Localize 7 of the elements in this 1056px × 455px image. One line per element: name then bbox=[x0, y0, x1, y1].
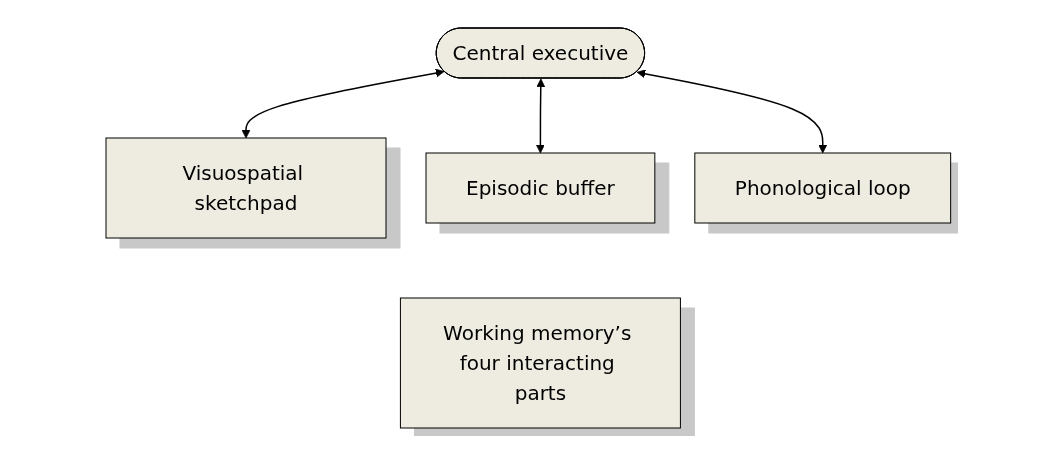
arrow bbox=[636, 68, 827, 153]
node-box: Episodic buffer bbox=[425, 152, 655, 223]
arrow bbox=[241, 68, 445, 138]
node-box: Phonological loop bbox=[694, 152, 951, 223]
node-box: Visuospatial sketchpad bbox=[105, 137, 387, 238]
arrow bbox=[535, 78, 545, 153]
node-box: Working memory’s four interacting parts bbox=[399, 297, 681, 428]
